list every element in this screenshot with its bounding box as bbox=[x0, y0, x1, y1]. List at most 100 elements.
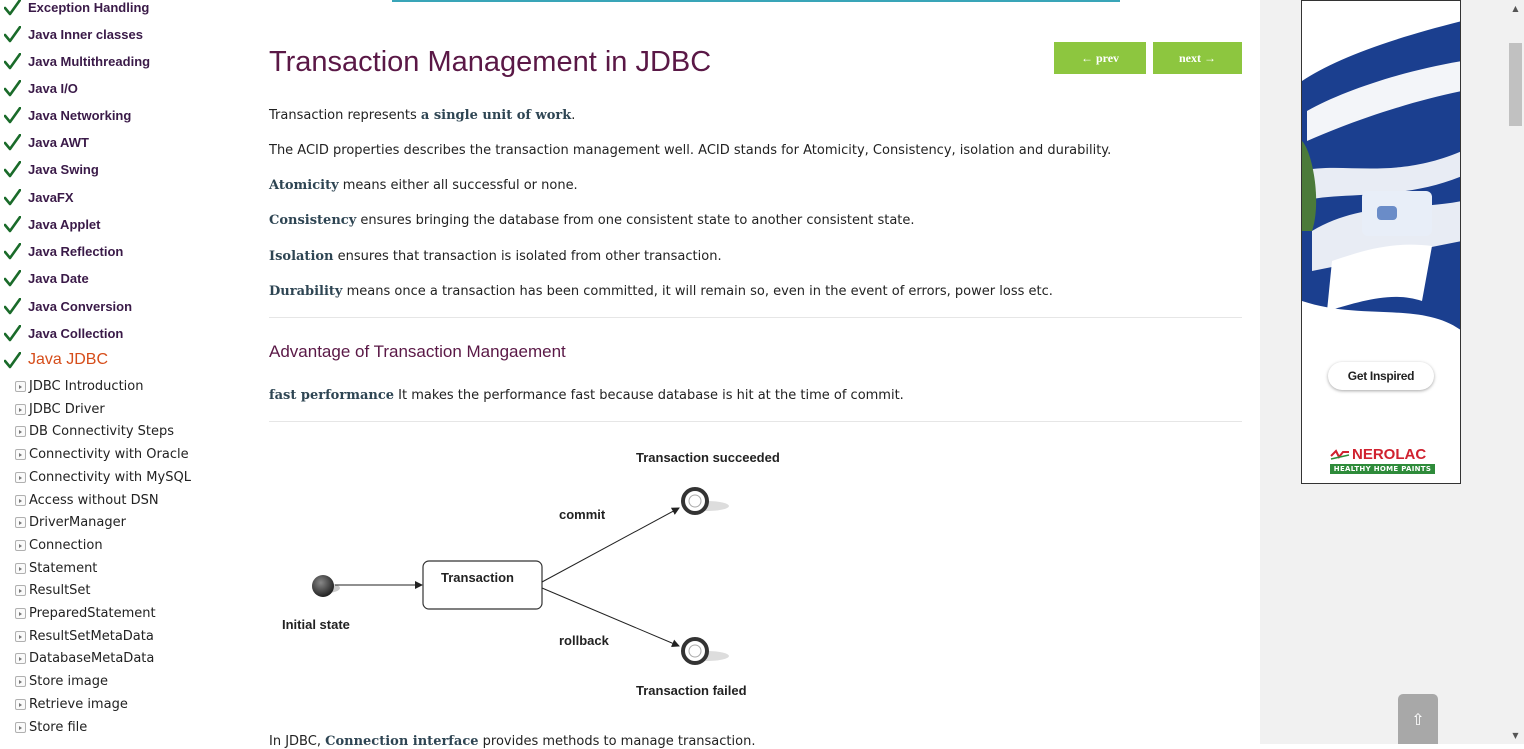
sidebar-subitem[interactable]: Connectivity with Oracle bbox=[15, 444, 189, 464]
text: means either all successful or none. bbox=[338, 178, 578, 193]
page-scrollbar[interactable]: ▲ ▼ bbox=[1507, 0, 1524, 744]
sidebar-category-label: Java JDBC bbox=[28, 351, 109, 368]
sidebar-subitem[interactable]: ResultSetMetaData bbox=[15, 626, 154, 646]
sidebar-subitem[interactable]: Connectivity with MySQL bbox=[15, 467, 191, 487]
transaction-diagram: Transaction Initial state commit rollbac… bbox=[282, 450, 780, 698]
sidebar-subitem-label: Connectivity with Oracle bbox=[29, 446, 189, 462]
sidebar-category[interactable]: Java Multithreading bbox=[3, 50, 150, 72]
next-button[interactable]: next → bbox=[1153, 42, 1242, 74]
ad-artwork bbox=[1302, 21, 1460, 330]
expand-bullet-icon bbox=[15, 539, 26, 551]
sidebar-subitem-label: JDBC Introduction bbox=[29, 378, 144, 394]
page-title: Transaction Management in JDBC bbox=[269, 46, 712, 78]
ad-cta-button[interactable]: Get Inspired bbox=[1328, 362, 1434, 390]
bold-phrase[interactable]: Connection interface bbox=[325, 734, 479, 749]
checkmark-icon bbox=[3, 351, 22, 369]
commit-arrow bbox=[541, 507, 680, 583]
sidebar-category[interactable]: Java AWT bbox=[3, 131, 89, 153]
sidebar-category-label: Java Swing bbox=[28, 161, 99, 177]
expand-bullet-icon bbox=[15, 403, 26, 415]
sidebar-category[interactable]: Java Conversion bbox=[3, 295, 132, 317]
paragraph-durability: Durability means once a transaction has … bbox=[269, 284, 1053, 299]
sidebar-subitem-label: Connection bbox=[29, 537, 103, 553]
paragraph-acid: The ACID properties describes the transa… bbox=[269, 143, 1112, 158]
sidebar-subitem[interactable]: PreparedStatement bbox=[15, 603, 156, 623]
sidebar-category[interactable]: Java Networking bbox=[3, 104, 132, 126]
transaction-node bbox=[422, 560, 543, 610]
scroll-down-arrow[interactable]: ▼ bbox=[1512, 731, 1519, 740]
text: ensures that transaction is isolated fro… bbox=[333, 249, 722, 264]
sidebar-category-label: Java AWT bbox=[28, 134, 89, 150]
expand-bullet-icon bbox=[15, 607, 26, 619]
paragraph-connection: In JDBC, Connection interface provides m… bbox=[269, 734, 755, 749]
sidebar-category-label: Java Collection bbox=[28, 325, 124, 341]
sidebar-subitem[interactable]: DatabaseMetaData bbox=[15, 648, 154, 668]
checkmark-icon bbox=[3, 106, 22, 124]
sidebar-category[interactable]: Exception Handling bbox=[3, 0, 150, 18]
sidebar-subitem[interactable]: Retrieve image bbox=[15, 694, 128, 714]
sidebar-subitem-label: Store image bbox=[29, 673, 108, 689]
sidebar-category-label: JavaFX bbox=[28, 189, 74, 205]
sidebar-subitem[interactable]: DriverManager bbox=[15, 512, 126, 532]
sidebar-subitem[interactable]: Access without DSN bbox=[15, 490, 159, 510]
sidebar-category-label: Java Date bbox=[28, 270, 89, 286]
expand-bullet-icon bbox=[15, 448, 26, 460]
prev-button[interactable]: ← prev bbox=[1054, 42, 1146, 74]
sidebar-subitem[interactable]: JDBC Introduction bbox=[15, 376, 143, 396]
arrow-up-icon: ⇧ bbox=[1411, 709, 1425, 729]
sidebar-subitem-label: Store file bbox=[29, 719, 88, 735]
expand-bullet-icon bbox=[15, 471, 26, 483]
sidebar-subitem-label: Statement bbox=[29, 560, 98, 576]
expand-bullet-icon bbox=[15, 675, 26, 687]
sidebar-category[interactable]: Java JDBC bbox=[3, 349, 109, 371]
checkmark-icon bbox=[3, 242, 22, 260]
text: Transaction represents bbox=[269, 108, 421, 123]
sidebar-category[interactable]: JavaFX bbox=[3, 186, 74, 208]
top-ad-strip bbox=[392, 0, 1120, 2]
scroll-up-arrow[interactable]: ▲ bbox=[1512, 4, 1519, 13]
sidebar-subitem-label: JDBC Driver bbox=[29, 401, 105, 417]
term-durability: Durability bbox=[269, 284, 343, 299]
sidebar-category[interactable]: Java Inner classes bbox=[3, 23, 143, 45]
sidebar-subitem[interactable]: Statement bbox=[15, 558, 97, 578]
checkmark-icon bbox=[3, 79, 22, 97]
paragraph-isolation: Isolation ensures that transaction is is… bbox=[269, 249, 722, 264]
divider bbox=[269, 421, 1242, 422]
sidebar-category[interactable]: Java Swing bbox=[3, 158, 99, 180]
initial-state-node bbox=[312, 575, 334, 597]
sidebar-category[interactable]: Java Applet bbox=[3, 213, 101, 235]
expand-bullet-icon bbox=[15, 721, 26, 733]
content-area bbox=[251, 0, 1260, 744]
sidebar-category[interactable]: Java Date bbox=[3, 267, 89, 289]
sidebar-subitem-label: DatabaseMetaData bbox=[29, 650, 155, 666]
sidebar-subitem[interactable]: ResultSet bbox=[15, 580, 91, 600]
sidebar-subitem-label: DriverManager bbox=[29, 514, 126, 530]
sidebar-category[interactable]: Java Collection bbox=[3, 322, 124, 344]
paragraph-atomicity: Atomicity means either all successful or… bbox=[269, 178, 578, 193]
sidebar-category-label: Java Networking bbox=[28, 107, 132, 123]
checkmark-icon bbox=[3, 133, 22, 151]
sidebar-category-label: Java Inner classes bbox=[28, 26, 143, 42]
checkmark-icon bbox=[3, 297, 22, 315]
sidebar-subitem[interactable]: Store image bbox=[15, 671, 108, 691]
checkmark-icon bbox=[3, 188, 22, 206]
sidebar-subitem[interactable]: Store file bbox=[15, 717, 87, 737]
sidebar-category-label: Exception Handling bbox=[28, 0, 150, 15]
sidebar-subitem[interactable]: Connection bbox=[15, 535, 103, 555]
text: . bbox=[571, 108, 576, 123]
term-performance: fast performance bbox=[269, 388, 395, 403]
rollback-label: rollback bbox=[559, 633, 610, 648]
scroll-thumb[interactable] bbox=[1509, 43, 1522, 126]
expand-bullet-icon bbox=[15, 698, 26, 710]
advertisement-banner[interactable] bbox=[1301, 0, 1461, 484]
expand-bullet-icon bbox=[15, 425, 26, 437]
checkmark-icon bbox=[3, 52, 22, 70]
term-isolation: Isolation bbox=[269, 249, 334, 264]
sidebar-subitem[interactable]: JDBC Driver bbox=[15, 399, 105, 419]
scroll-to-top-button[interactable]: ⇧ bbox=[1398, 694, 1438, 744]
sidebar-category[interactable]: Java Reflection bbox=[3, 240, 123, 262]
sidebar-category[interactable]: Java I/O bbox=[3, 77, 78, 99]
sidebar-subitem[interactable]: DB Connectivity Steps bbox=[15, 421, 174, 441]
succeeded-label: Transaction succeeded bbox=[636, 450, 780, 465]
